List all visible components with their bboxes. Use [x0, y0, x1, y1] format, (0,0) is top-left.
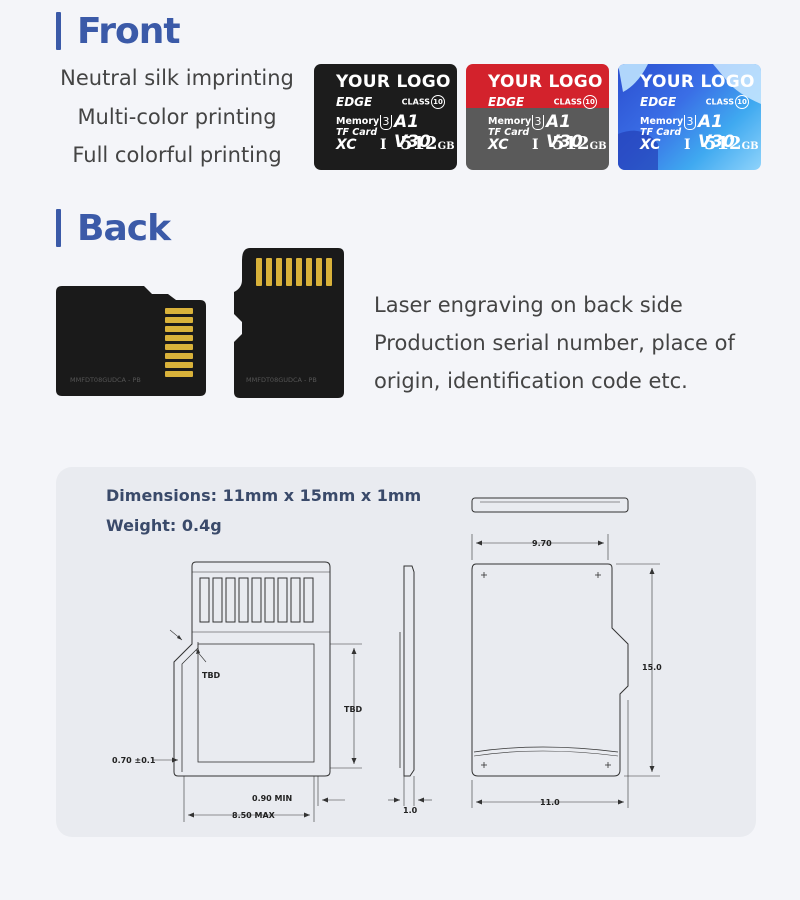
front-heading: Front — [56, 10, 181, 52]
label-width-970: 9.70 — [532, 539, 552, 548]
card-xc: XC — [336, 137, 357, 153]
card-capacity: 512GB — [552, 133, 607, 154]
label-height-150: 15.0 — [642, 663, 662, 672]
dimension-panel — [56, 467, 756, 837]
weight-text: Weight: 0.4g — [106, 516, 222, 535]
card-logo: YOUR LOGO — [488, 72, 603, 92]
back-line-2: Production serial number, place of — [374, 331, 735, 355]
back-heading: Back — [56, 207, 171, 249]
back-line-3: origin, identification code etc. — [374, 369, 688, 393]
card-uhs1: I — [532, 137, 539, 153]
card-a1v30: A1 V30 — [698, 112, 735, 152]
label-tbd-height: TBD — [344, 705, 363, 714]
front-option-3: Full colorful printing — [72, 143, 282, 167]
label-thickness: 1.0 — [403, 806, 418, 815]
label-max: 8.50 MAX — [232, 811, 276, 820]
dimensions-text: Dimensions: 11mm x 15mm x 1mm — [106, 486, 422, 505]
card-u3: 3 — [684, 115, 696, 130]
label-width-110: 11.0 — [540, 798, 560, 807]
card-capacity: 512GB — [704, 133, 759, 154]
card-logo: YOUR LOGO — [640, 72, 755, 92]
card-a1v30: A1 V30 — [546, 112, 583, 152]
heading-bar — [56, 209, 61, 247]
label-min: 0.90 MIN — [252, 794, 292, 803]
label-offset: 0.70 ±0.1 — [112, 756, 156, 765]
card-a1v30: A1 V30 — [394, 112, 431, 152]
serial-number: MMFDT08GUDCA - PB — [70, 376, 141, 384]
card-pattern — [618, 64, 761, 170]
front-option-1: Neutral silk imprinting — [60, 66, 294, 90]
card-logo: YOUR LOGO — [336, 72, 451, 92]
front-title: Front — [77, 10, 181, 52]
serial-number: MMFDT08GUDCA - PB — [246, 376, 317, 384]
card-edge: EDGE — [640, 95, 677, 109]
back-card-vertical: MMFDT08GUDCA - PB — [234, 248, 344, 398]
label-tbd-corner: TBD — [202, 671, 221, 680]
card-uhs1: I — [684, 137, 691, 153]
card-edge: EDGE — [488, 95, 525, 109]
card-uhs1: I — [380, 137, 387, 153]
back-card-horizontal: MMFDT08GUDCA - PB — [56, 286, 206, 396]
card-xc: XC — [488, 137, 509, 153]
back-title: Back — [77, 207, 171, 249]
card-u3: 3 — [380, 115, 392, 130]
card-edge: EDGE — [336, 95, 373, 109]
card-u3: 3 — [532, 115, 544, 130]
back-line-1: Laser engraving on back side — [374, 293, 683, 317]
heading-bar — [56, 12, 61, 50]
card-capacity: 512GB — [400, 133, 455, 154]
card-xc: XC — [640, 137, 661, 153]
front-option-2: Multi-color printing — [77, 105, 277, 129]
